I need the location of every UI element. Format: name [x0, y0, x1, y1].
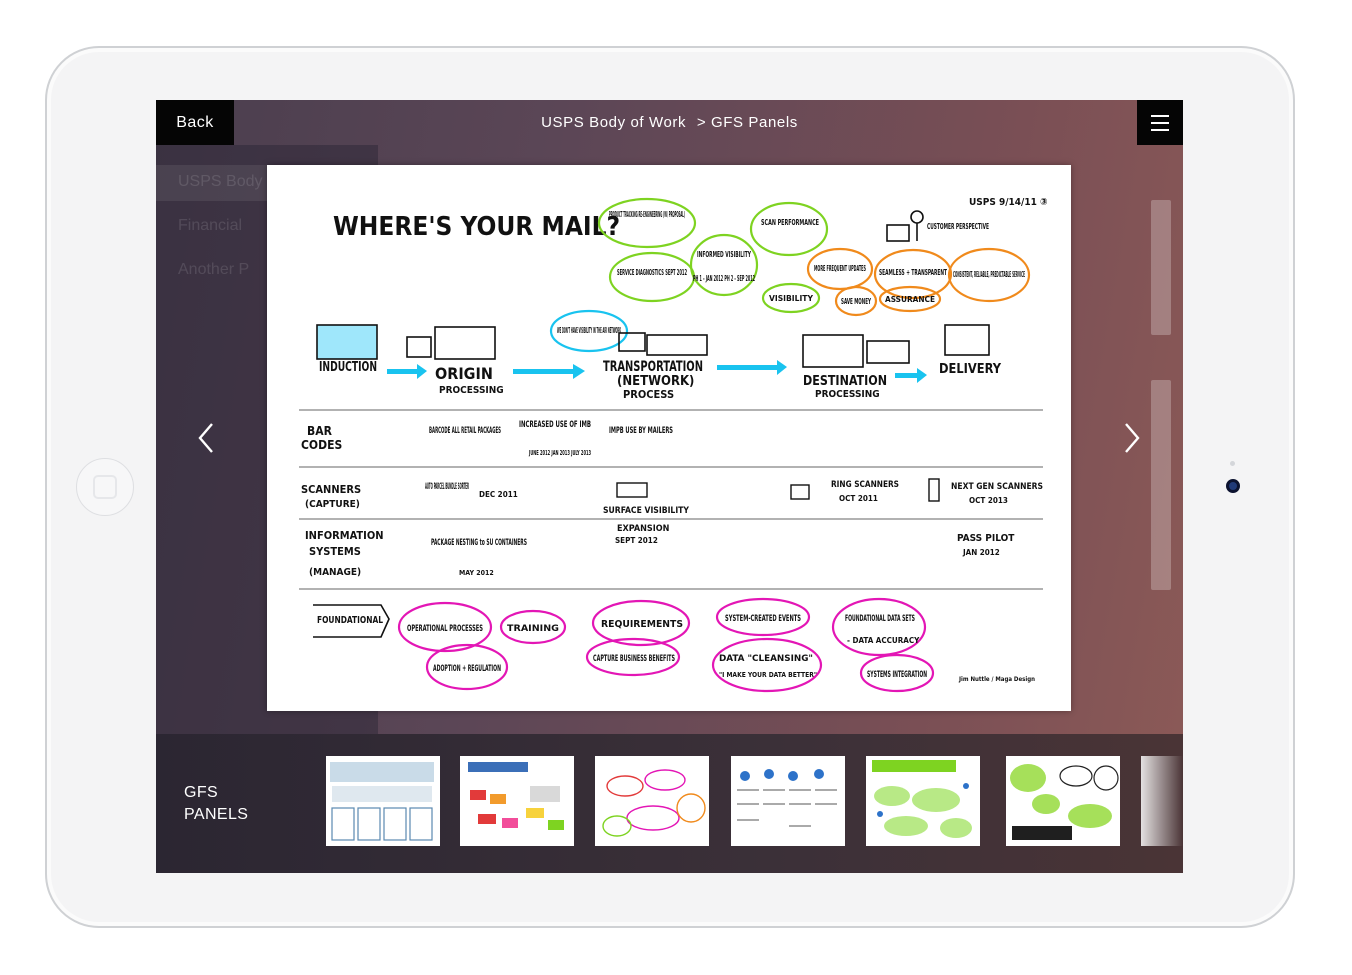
bubble-text: PRODUCT TRACKING RE-ENGINEERING (W/ PROP…	[609, 210, 685, 219]
home-button-icon	[93, 475, 117, 499]
row-item: JAN 2012	[962, 548, 1000, 557]
foundation-label: FOUNDATIONAL	[317, 615, 383, 626]
flow-step: (NETWORK)	[617, 374, 694, 389]
row-item: RING SCANNERS	[831, 480, 899, 490]
bubble-text: CUSTOMER PERSPECTIVE	[927, 222, 989, 231]
foundation-bubble: ADOPTION + REGULATION	[433, 664, 501, 674]
gallery-title: GFS PANELS	[184, 782, 248, 826]
customer-icon	[886, 210, 924, 242]
flow-step: TRANSPORTATION	[603, 359, 703, 375]
gallery-thumbnail-4[interactable]	[731, 756, 845, 846]
gallery-thumbnail-1[interactable]	[326, 756, 440, 846]
row-item: OCT 2011	[839, 494, 878, 503]
flow-step: PROCESS	[623, 388, 674, 401]
bubble-text: SCAN PERFORMANCE	[761, 218, 819, 227]
gallery-thumbnail-5[interactable]	[866, 756, 980, 846]
flow-step: INDUCTION	[319, 360, 377, 375]
sketch-panel-image[interactable]: WHERE'S YOUR MAIL? USPS 9/14/11 ③ PRODUC…	[267, 165, 1071, 711]
scanner-icons	[616, 478, 940, 502]
hamburger-menu-icon[interactable]	[1137, 100, 1183, 145]
flow-step: ORIGIN	[435, 364, 493, 383]
flow-step: PROCESSING	[439, 385, 504, 396]
row-label: BAR	[307, 424, 333, 438]
row-label: SCANNERS	[301, 483, 361, 496]
bubble-text: INFORMED VISIBILITY	[697, 250, 751, 259]
foundation-bubble: - DATA ACCURACY	[847, 636, 920, 645]
app-screen: USPS Body of Work Financial Another P Ba…	[156, 100, 1183, 873]
gallery-thumbnail-partial[interactable]	[1141, 756, 1183, 846]
breadcrumb-current: > GFS Panels	[696, 114, 798, 131]
breadcrumb: USPS Body of Work > GFS Panels	[156, 114, 1183, 131]
foundation-bubble: TRAINING	[507, 624, 559, 634]
row-label: CODES	[301, 438, 342, 452]
row-label: INFORMATION	[305, 529, 384, 542]
foundation-bubble: SYSTEMS INTEGRATION	[867, 670, 927, 680]
bubble-text: ASSURANCE	[885, 295, 935, 304]
gallery-thumbnail-2[interactable]	[460, 756, 574, 846]
panel-corner-note: USPS 9/14/11 ③	[969, 197, 1048, 208]
row-item: IMPB USE BY MAILERS	[609, 426, 673, 436]
row-item: BARCODE ALL RETAIL PACKAGES	[429, 426, 501, 436]
bubble-text: SERVICE DIAGNOSTICS SEPT 2012	[617, 268, 687, 277]
background-sidebar-item: Another P	[178, 261, 250, 278]
row-item: AUTO PARCEL BUNDLE SORTER	[425, 482, 469, 492]
row-item: SURFACE VISIBILITY	[603, 506, 689, 516]
bubble-text: VISIBILITY	[769, 294, 814, 303]
row-label: (CAPTURE)	[305, 499, 360, 510]
background-card	[1151, 200, 1171, 335]
breadcrumb-root[interactable]: USPS Body of Work	[541, 114, 687, 131]
flow-drawings	[316, 324, 990, 368]
row-item: NEXT GEN SCANNERS	[951, 482, 1043, 492]
row-label: (MANAGE)	[309, 567, 361, 578]
top-bar: Back USPS Body of Work > GFS Panels	[156, 100, 1183, 145]
foundation-bubble: FOUNDATIONAL DATA SETS	[845, 614, 915, 624]
row-item: EXPANSION	[617, 524, 670, 534]
row-item: PASS PILOT	[957, 533, 1015, 544]
bubble-text: CONSISTENT, RELIABLE, PREDICTABLE SERVIC…	[953, 270, 1025, 279]
background-card	[1151, 380, 1171, 590]
row-item: JUNE 2012 JAN 2013 JULY 2013	[528, 449, 591, 457]
flow-step: DESTINATION	[803, 374, 887, 389]
row-item: PACKAGE NESTING to SU CONTAINERS	[431, 538, 527, 548]
row-item: MAY 2012	[459, 569, 494, 577]
foundation-bubble: "I MAKE YOUR DATA BETTER"	[719, 671, 817, 679]
row-item: DEC 2011	[479, 490, 518, 499]
foundation-bubble: REQUIREMENTS	[601, 619, 683, 630]
front-sensor	[1230, 461, 1235, 466]
gallery-thumbnail-3[interactable]	[595, 756, 709, 846]
panel-credit: Jim Nuttle / Maga Design	[958, 676, 1035, 683]
bubble-text: MORE FREQUENT UPDATES	[814, 264, 866, 273]
foundation-bubble: SYSTEM-CREATED EVENTS	[725, 614, 801, 624]
flow-step: DELIVERY	[939, 362, 1002, 377]
previous-arrow-icon[interactable]	[192, 420, 222, 456]
gallery-title-line: GFS	[184, 784, 219, 801]
air-note: WE DON'T HAVE VISIBILITY IN THE AIR NETW…	[557, 326, 621, 335]
back-button[interactable]: Back	[156, 100, 234, 145]
row-label: SYSTEMS	[309, 545, 361, 558]
gallery-thumbnail-6[interactable]	[1006, 756, 1120, 846]
next-arrow-icon[interactable]	[1116, 420, 1146, 456]
flow-step: PROCESSING	[815, 389, 880, 400]
home-button[interactable]	[76, 458, 134, 516]
panel-title: WHERE'S YOUR MAIL?	[333, 212, 620, 242]
bubble-text: SAVE MONEY	[841, 297, 871, 306]
foundation-bubble: DATA "CLEANSING"	[719, 654, 813, 664]
row-item: OCT 2013	[969, 496, 1008, 505]
background-sidebar-item: Financial	[178, 217, 243, 234]
foundation-bubble: OPERATIONAL PROCESSES	[407, 624, 483, 634]
foundation-bubble: CAPTURE BUSINESS BENEFITS	[593, 654, 675, 664]
bubble-text: PH 1 - JAN 2012 PH 2 - SEP 2012	[693, 274, 755, 283]
gallery-title-line: PANELS	[184, 806, 249, 823]
row-item: INCREASED USE OF IMB	[519, 420, 591, 430]
front-camera	[1226, 479, 1240, 493]
gallery-strip: GFS PANELS	[156, 734, 1183, 873]
bubble-text: SEAMLESS + TRANSPARENT	[879, 268, 947, 277]
row-item: SEPT 2012	[615, 536, 658, 545]
